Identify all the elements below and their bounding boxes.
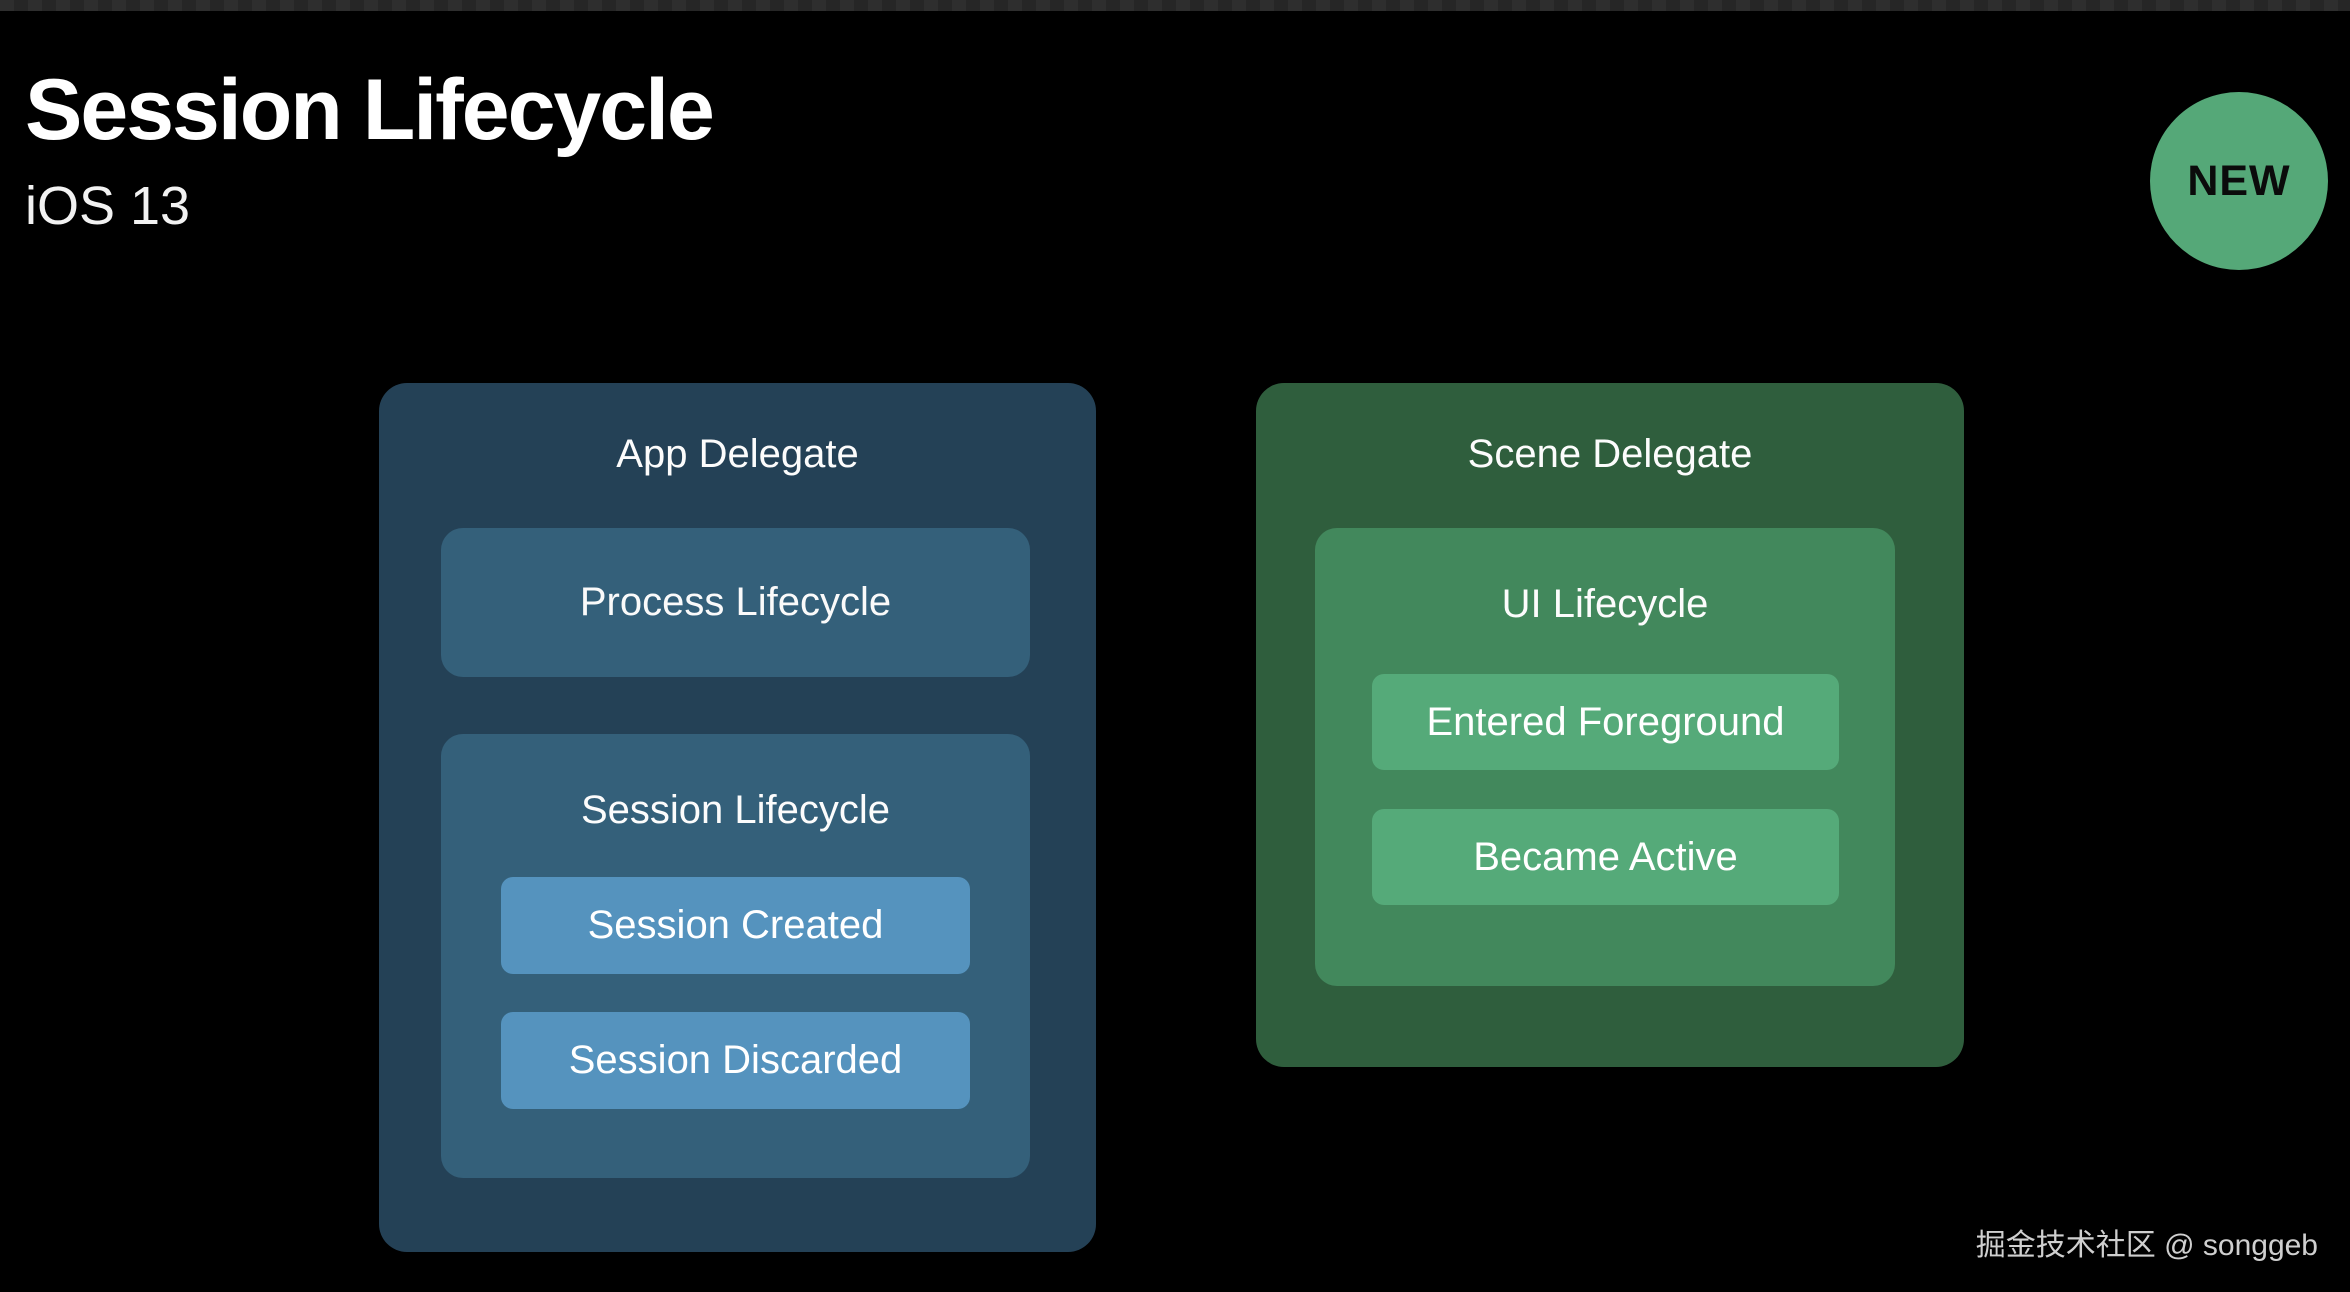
session-created-label: Session Created	[587, 903, 884, 947]
session-discarded-box: Session Discarded	[501, 1012, 970, 1109]
session-created-box: Session Created	[501, 877, 970, 974]
session-lifecycle-box: Session Lifecycle Session Created Sessio…	[441, 734, 1030, 1178]
app-delegate-card: App Delegate Process Lifecycle Session L…	[379, 383, 1096, 1252]
watermark: 掘金技术社区 @ songgeb	[1975, 1229, 2318, 1262]
slide-header: Session Lifecycle iOS 13	[25, 62, 715, 236]
scene-delegate-card: Scene Delegate UI Lifecycle Entered Fore…	[1256, 383, 1964, 1067]
became-active-label: Became Active	[1473, 834, 1738, 879]
new-badge-label: NEW	[2187, 156, 2291, 205]
ui-lifecycle-box: UI Lifecycle Entered Foreground Became A…	[1315, 528, 1895, 986]
page-title: Session Lifecycle	[25, 62, 715, 158]
session-discarded-label: Session Discarded	[568, 1038, 903, 1082]
entered-foreground-label: Entered Foreground	[1426, 699, 1785, 744]
scene-delegate-title: Scene Delegate	[1467, 432, 1753, 476]
page-subtitle: iOS 13	[25, 176, 191, 236]
app-delegate-title: App Delegate	[616, 432, 859, 476]
new-badge: NEW	[2150, 92, 2328, 270]
process-lifecycle-box: Process Lifecycle	[441, 528, 1030, 677]
entered-foreground-box: Entered Foreground	[1372, 674, 1839, 770]
ui-lifecycle-label: UI Lifecycle	[1501, 582, 1709, 626]
process-lifecycle-label: Process Lifecycle	[579, 580, 892, 624]
became-active-box: Became Active	[1372, 809, 1839, 905]
session-lifecycle-label: Session Lifecycle	[580, 788, 891, 832]
window-top-edge	[0, 0, 2350, 11]
